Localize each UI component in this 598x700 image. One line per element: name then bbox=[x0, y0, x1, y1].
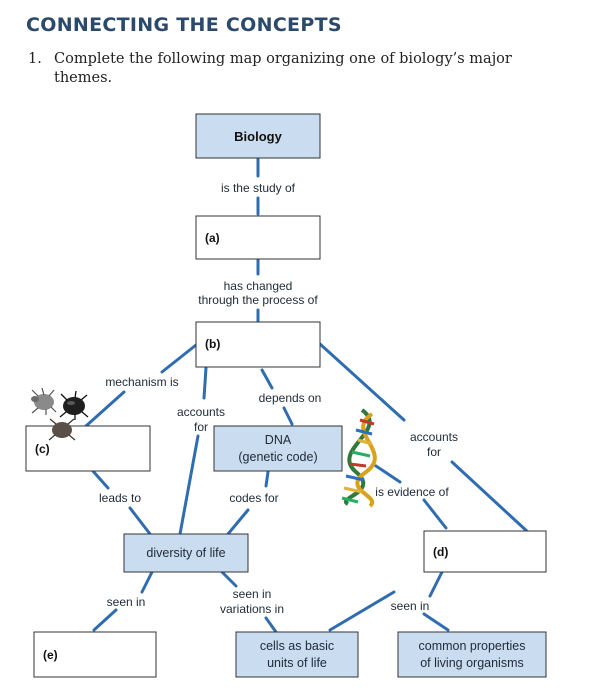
connector-b-accounts bbox=[202, 366, 208, 400]
mite-1 bbox=[31, 387, 57, 415]
cells-node bbox=[235, 631, 359, 678]
dna-node-line2: (genetic code) bbox=[238, 450, 317, 464]
connector-diversity-seen bbox=[140, 570, 154, 594]
dna-node-line1: DNA bbox=[265, 433, 292, 447]
link-seen-in-mid-line2: variations in bbox=[220, 602, 284, 616]
question-line-2: themes. bbox=[54, 70, 113, 86]
connector-b-accounts-right bbox=[318, 342, 406, 422]
blank-node-e bbox=[33, 631, 157, 678]
biology-node-label: Biology bbox=[234, 129, 282, 144]
biology-node bbox=[195, 113, 321, 159]
blank-node-c-label: (c) bbox=[35, 442, 50, 456]
cells-node-line2: units of life bbox=[267, 656, 327, 670]
connector-d-seen bbox=[428, 570, 444, 598]
connector-variations-cells bbox=[264, 616, 278, 634]
blank-node-d bbox=[423, 530, 547, 573]
mite-3 bbox=[48, 418, 76, 441]
blank-node-b bbox=[195, 321, 321, 368]
blank-node-e-label: (e) bbox=[43, 648, 58, 662]
blank-node-c bbox=[25, 425, 151, 472]
common-properties-node bbox=[397, 631, 547, 678]
connector-b-depends bbox=[260, 368, 274, 390]
cells-node-line1: cells as basic bbox=[260, 639, 334, 653]
mite-insects-image bbox=[31, 387, 89, 441]
link-depends-on: depends on bbox=[259, 391, 322, 405]
page-title: CONNECTING THE CONCEPTS bbox=[26, 14, 342, 36]
connector-dna-codes bbox=[264, 470, 270, 488]
question-number: 1. bbox=[28, 51, 42, 67]
blank-node-a-label: (a) bbox=[205, 231, 220, 245]
link-changed-line2: through the process of bbox=[198, 293, 318, 307]
dna-node bbox=[213, 425, 343, 472]
mite-2 bbox=[59, 390, 89, 420]
link-codes-for: codes for bbox=[229, 491, 278, 505]
link-seen-in-mid-line1: seen in bbox=[233, 587, 272, 601]
connector-diversity-variations bbox=[220, 570, 238, 588]
link-accounts-right-line2: for bbox=[427, 445, 441, 459]
link-evidence: is evidence of bbox=[375, 485, 449, 499]
connector-b-mechanism bbox=[160, 343, 198, 374]
connector-depends-dna bbox=[282, 406, 294, 426]
connector-lines bbox=[84, 156, 532, 634]
blank-node-a bbox=[195, 215, 321, 260]
question-text: Complete the following map organizing on… bbox=[54, 50, 534, 88]
link-leads-to: leads to bbox=[99, 491, 141, 505]
link-accounts-line2: for bbox=[194, 420, 208, 434]
blank-node-b-label: (b) bbox=[205, 337, 220, 351]
connector-codes-diversity bbox=[226, 508, 250, 536]
link-mechanism: mechanism is bbox=[105, 375, 178, 389]
connector-evidence-d bbox=[422, 498, 448, 530]
connector-seen-e bbox=[92, 608, 118, 632]
common-properties-line1: common properties bbox=[419, 639, 526, 653]
common-properties-line2: of living organisms bbox=[420, 656, 524, 670]
connector-accounts-right-d bbox=[450, 460, 532, 536]
blank-node-d-label: (d) bbox=[433, 545, 448, 559]
link-accounts-right-line1: accounts bbox=[410, 430, 458, 444]
question-line-1: Complete the following map organizing on… bbox=[54, 51, 512, 67]
connector-c-leads bbox=[90, 468, 110, 490]
link-changed-line1: has changed bbox=[224, 279, 293, 293]
connector-leads-diversity bbox=[128, 506, 152, 536]
link-seen-in-right: seen in bbox=[391, 599, 430, 613]
connector-seen-common bbox=[422, 612, 450, 632]
connector-dna-evidence bbox=[374, 464, 402, 484]
dna-helix-image bbox=[341, 408, 377, 508]
connector-mechanism-c bbox=[84, 390, 126, 428]
connector-accounts-diversity bbox=[178, 434, 200, 536]
link-seen-in-left: seen in bbox=[107, 595, 146, 609]
diversity-node bbox=[123, 533, 249, 573]
connector-seen-cells bbox=[328, 590, 396, 632]
link-accounts-line1: accounts bbox=[177, 405, 225, 419]
diversity-node-label: diversity of life bbox=[146, 546, 225, 560]
link-study-of: is the study of bbox=[221, 181, 296, 195]
